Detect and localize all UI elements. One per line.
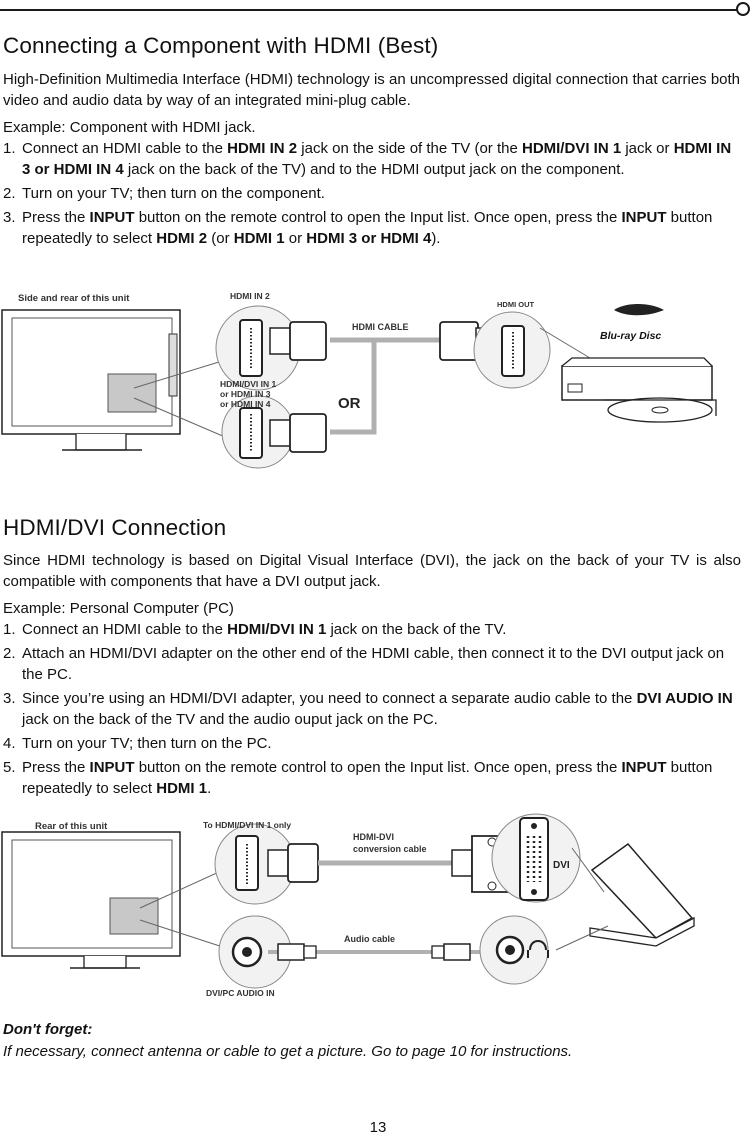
step-emphasis: HDMI 1 (233, 230, 285, 247)
step-emphasis: HDMI 2 (156, 230, 208, 247)
steps-list-hdmi: 1. Connect an HDMI cable to the HDMI IN 2… (3, 138, 741, 252)
step-number: 5. (3, 759, 16, 776)
step-number: 3. (3, 690, 16, 707)
step-text: Press the (22, 759, 90, 776)
jack-label-or-in3: or HDMI IN 3 (220, 389, 271, 399)
step-emphasis: HDMI/DVI IN 1 (521, 140, 622, 157)
step-text: Since you’re using an HDMI/DVI adapter, … (22, 690, 637, 707)
step-text: (or (207, 230, 234, 247)
step-text: jack on the back of the TV and the audio… (22, 711, 438, 728)
section-intro-hdmi: High-Definition Multimedia Interface (HD… (3, 71, 741, 109)
bluray-logo: Blu-ray Disc (600, 330, 661, 342)
step-text: button repeatedly to select (22, 759, 713, 797)
step-number: 3. (3, 209, 16, 226)
tv-rear-label: Rear of this unit (35, 821, 108, 832)
step-text: . (207, 780, 212, 797)
step-text: Connect an HDMI cable to the (22, 621, 228, 638)
step-text: ). (431, 230, 441, 247)
audio-cable-label: Audio cable (344, 934, 395, 944)
step-text: jack on the back of the TV. (326, 621, 507, 638)
example-line-hdmi: Example: Component with HDMI jack. (3, 119, 256, 136)
step-text: Turn on your TV; then turn on the compon… (22, 185, 325, 202)
jack-label-to-hdmi-dvi-in1: To HDMI/DVI IN 1 only (203, 820, 291, 830)
step-text: Connect an HDMI cable to the (22, 140, 228, 157)
dvi-label: DVI (553, 860, 570, 871)
jack-label-hdmi-dvi-in1: HDMI/DVI IN 1 (220, 379, 276, 389)
step-emphasis: HDMI IN 2 (227, 140, 298, 157)
step-number: 2. (3, 185, 16, 202)
header-rule-endcap (736, 2, 750, 16)
tv-label: Side and rear of this unit (18, 293, 130, 304)
section-intro-dvi: Since HDMI technology is based on Digita… (3, 552, 741, 590)
step-text: Turn on your TV; then turn on the PC. (22, 735, 272, 752)
dont-forget-text: If necessary, connect antenna or cable t… (3, 1043, 573, 1060)
step-text: jack or (621, 140, 674, 157)
section-title-hdmi: Connecting a Component with HDMI (Best) (3, 33, 439, 58)
step-emphasis: INPUT (621, 759, 667, 776)
step-emphasis: INPUT (621, 209, 667, 226)
step-item: 5. Press the INPUT button on the remote c… (3, 757, 741, 799)
step-item: 2. Turn on your TV; then turn on the comp… (3, 183, 741, 204)
step-item: 2. Attach an HDMI/DVI adapter on the othe… (3, 643, 741, 685)
step-text: button on the remote control to open the… (134, 209, 622, 226)
step-number: 2. (3, 645, 16, 662)
step-item: 3. Press the INPUT button on the remote c… (3, 207, 741, 249)
example-line-dvi: Example: Personal Computer (PC) (3, 600, 234, 617)
dont-forget-heading: Don't forget: (3, 1021, 93, 1038)
cable-label-hdmi: HDMI CABLE (352, 322, 409, 332)
step-text: Press the (22, 209, 90, 226)
step-item: 3. Since you’re using an HDMI/DVI adapter… (3, 688, 741, 730)
step-text: button repeatedly to select (22, 209, 713, 247)
diagram-hdmi-connection: Side and rear of this unit HDMI IN 2 HDM… (0, 288, 756, 478)
diagram-dvi-connection: Rear of this unit To HDMI/DVI IN 1 only … (0, 800, 756, 1005)
step-number: 1. (3, 621, 16, 638)
step-text: or (284, 230, 307, 247)
step-emphasis: INPUT (89, 209, 135, 226)
step-text: Attach an HDMI/DVI adapter on the other … (22, 645, 725, 683)
step-item: 4. Turn on your TV; then turn on the PC. (3, 733, 741, 754)
step-emphasis: HDMI/DVI IN 1 (227, 621, 327, 638)
step-text: button on the remote control to open the… (134, 759, 622, 776)
jack-label-hdmi-out: HDMI OUT (497, 300, 534, 309)
step-emphasis: HDMI 1 (156, 780, 208, 797)
header-rule (0, 9, 740, 11)
step-number: 4. (3, 735, 16, 752)
audio-jack-label: DVI/PC AUDIO IN (206, 988, 275, 998)
jack-label-hdmi-in2: HDMI IN 2 (230, 291, 270, 301)
page-number: 13 (369, 1119, 387, 1136)
step-item: 1. Connect an HDMI cable to the HDMI/DVI … (3, 619, 741, 640)
step-emphasis: HDMI 3 or HDMI 4 (306, 230, 432, 247)
step-emphasis: HDMI IN 3 or HDMI IN 4 (22, 140, 732, 178)
adapter-label-1: HDMI-DVI (353, 832, 394, 842)
section-title-hdmi-dvi: HDMI/DVI Connection (3, 515, 227, 540)
step-number: 1. (3, 140, 16, 157)
jack-label-or-in4: or HDMI IN 4 (220, 399, 271, 409)
step-emphasis: INPUT (89, 759, 135, 776)
step-text: jack on the side of the TV (or the (297, 140, 522, 157)
step-item: 1. Connect an HDMI cable to the HDMI IN 2… (3, 138, 741, 180)
adapter-label-2: conversion cable (353, 844, 427, 854)
step-emphasis: DVI AUDIO IN (636, 690, 733, 707)
step-text: jack on the back of the TV) and to the H… (123, 161, 625, 178)
steps-list-dvi: 1. Connect an HDMI cable to the HDMI/DVI … (3, 619, 741, 802)
or-label: OR (338, 395, 361, 412)
